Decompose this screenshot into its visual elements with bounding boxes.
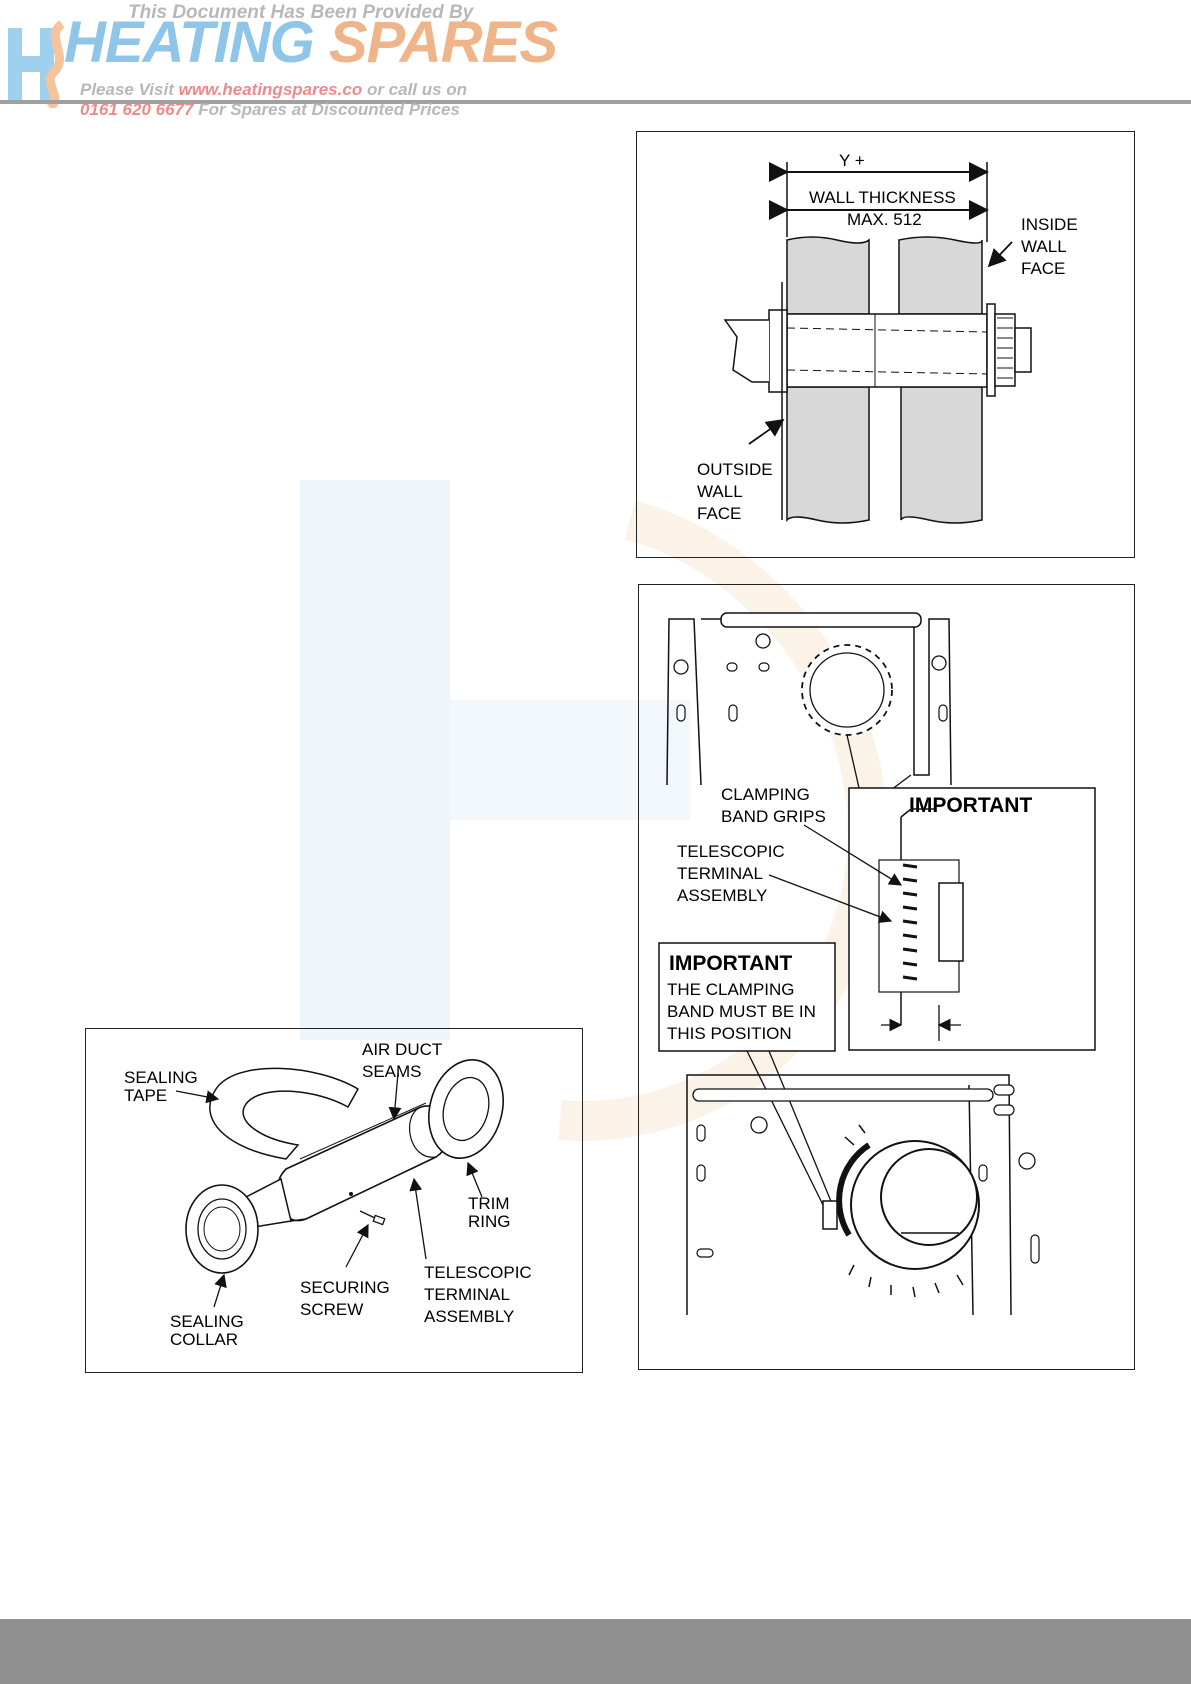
kit-tele-label-2: TERMINAL	[424, 1285, 510, 1304]
inside-label-3: FACE	[1021, 259, 1065, 278]
header-rule	[0, 100, 1191, 104]
air-duct-label-2: SEAMS	[362, 1062, 422, 1081]
note-line-3: THIS POSITION	[667, 1024, 792, 1043]
outside-label-3: FACE	[697, 504, 741, 523]
sealing-collar-label-2: COLLAR	[170, 1330, 238, 1349]
header-phone: 0161 620 6677 For Spares at Discounted P…	[80, 100, 460, 120]
visit-prefix: Please Visit	[80, 80, 174, 99]
figure-clamping-band: IMPORTANT CLAMPING BAND GRIPS TELESCOPIC…	[638, 584, 1135, 1370]
website-link[interactable]: www.heatingspares.co	[178, 80, 363, 99]
header-visit: Please Visit www.heatingspares.co or cal…	[80, 80, 467, 100]
clamping-label-1: CLAMPING	[721, 785, 810, 804]
dim-y-label: Y +	[839, 151, 865, 170]
figure-wall-thickness: Y + WALL THICKNESS MAX. 512 INSIDE WALL …	[636, 131, 1135, 558]
trim-ring-label-1: TRIM	[468, 1194, 510, 1213]
tele-label-3: ASSEMBLY	[677, 886, 767, 905]
inside-label-1: INSIDE	[1021, 215, 1078, 234]
kit-tele-label-3: ASSEMBLY	[424, 1307, 514, 1326]
clamp-diagram: IMPORTANT CLAMPING BAND GRIPS TELESCOPIC…	[658, 612, 1096, 1316]
securing-screw-label-2: SCREW	[300, 1300, 363, 1319]
tele-label-2: TERMINAL	[677, 864, 763, 883]
trim-ring-label-2: RING	[468, 1212, 511, 1231]
phone-suffix: For Spares at Discounted Prices	[198, 100, 460, 119]
outside-label-2: WALL	[697, 482, 743, 501]
kit-tele-label-1: TELESCOPIC	[424, 1263, 532, 1282]
air-duct-label-1: AIR DUCT	[362, 1040, 442, 1059]
figure-terminal-kit: SEALING TAPE AIR DUCT SEAMS TRIM RING SE…	[85, 1028, 583, 1373]
heating-spares-logo-icon	[8, 20, 66, 108]
header-brand: HEATING SPARES	[64, 14, 558, 72]
visit-suffix: or call us on	[366, 80, 468, 99]
wall-diagram: Y + WALL THICKNESS MAX. 512 INSIDE WALL …	[697, 151, 1078, 524]
outside-label-1: OUTSIDE	[697, 460, 773, 479]
kit-diagram: SEALING TAPE AIR DUCT SEAMS TRIM RING SE…	[124, 1040, 532, 1349]
sealing-tape-label-2: TAPE	[124, 1086, 167, 1105]
brand-spares: SPARES	[328, 10, 558, 75]
note-line-2: BAND MUST BE IN	[667, 1002, 816, 1021]
wall-thickness-label: WALL THICKNESS	[809, 188, 956, 207]
note-line-1: THE CLAMPING	[667, 980, 795, 999]
sealing-tape-label-1: SEALING	[124, 1068, 198, 1087]
tele-label-1: TELESCOPIC	[677, 842, 785, 861]
brand-heating: HEATING	[64, 10, 315, 75]
important-inset-title: IMPORTANT	[909, 794, 1032, 817]
securing-screw-label-1: SECURING	[300, 1278, 390, 1297]
clamping-label-2: BAND GRIPS	[721, 807, 826, 826]
inside-label-2: WALL	[1021, 237, 1067, 256]
header-provided-by: This Document Has Been Provided By	[128, 2, 474, 23]
important-note-title: IMPORTANT	[669, 952, 792, 975]
max-label: MAX. 512	[847, 210, 922, 229]
phone-number: 0161 620 6677	[80, 100, 194, 119]
footer-bar	[0, 1619, 1191, 1684]
sealing-collar-label-1: SEALING	[170, 1312, 244, 1331]
